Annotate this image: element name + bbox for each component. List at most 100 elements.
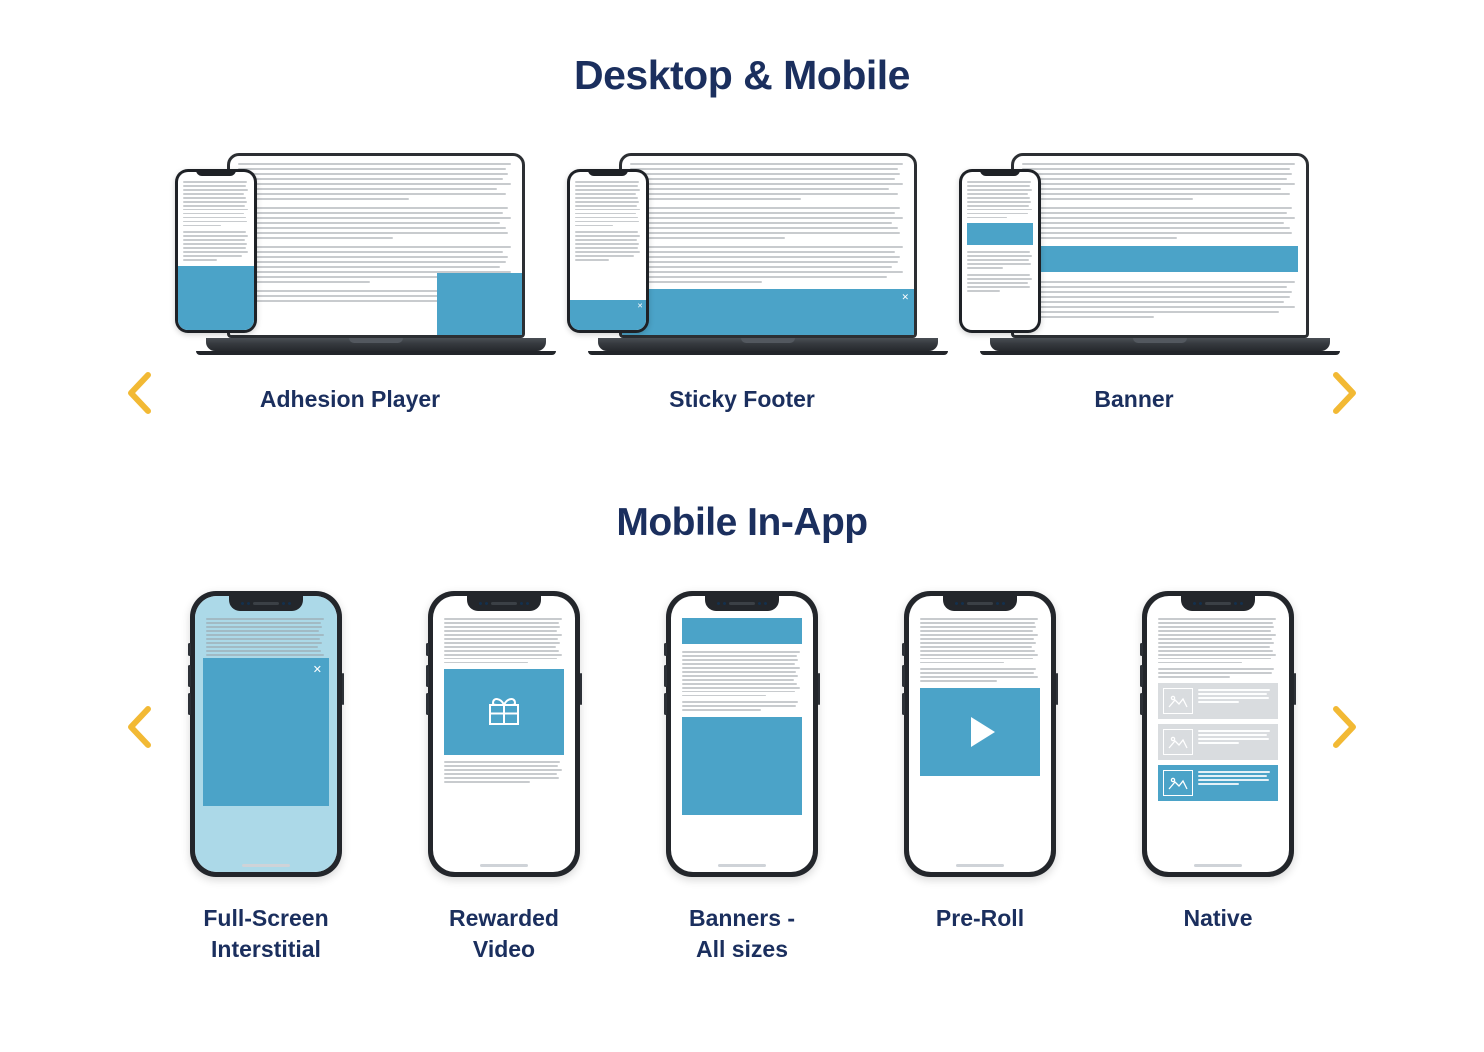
chevron-left-icon — [126, 705, 152, 749]
laptop-screen-content — [230, 156, 522, 335]
format-label: Banners - All sizes — [689, 903, 795, 965]
home-indicator — [956, 864, 1004, 868]
ad-close-icon[interactable]: ✕ — [637, 303, 643, 310]
phone-screen — [671, 596, 813, 873]
phone-notch — [196, 169, 236, 176]
ad-slot-native-sponsored[interactable] — [1158, 765, 1278, 802]
ad-slot-banner-mobile[interactable] — [967, 223, 1033, 246]
feed-card[interactable] — [1158, 724, 1278, 761]
phone-screen-content: ✕ — [570, 172, 646, 330]
ad-slot-pre-roll-video[interactable] — [920, 688, 1040, 777]
laptop-screen-content — [1014, 156, 1306, 335]
phone-mockup — [902, 591, 1058, 878]
ad-slot-adhesion[interactable] — [437, 273, 522, 335]
laptop-base — [990, 338, 1330, 351]
laptop-screen-content: ✕ — [622, 156, 914, 335]
laptop-foot — [588, 351, 948, 355]
laptop-foot — [196, 351, 556, 355]
phone-mockup — [1140, 591, 1296, 878]
app-content — [1147, 596, 1289, 872]
phone-screen: ✕ — [195, 596, 337, 873]
phone-notch — [588, 169, 628, 176]
gift-icon — [484, 690, 524, 735]
phone-notch — [229, 596, 303, 612]
phone-mockup: ✕ — [567, 169, 649, 333]
format-card-sticky-footer[interactable]: ✕ — [546, 143, 948, 415]
feed-card[interactable] — [1158, 683, 1278, 720]
format-label-line1: Full-Screen — [203, 905, 329, 932]
phone-screen — [1147, 596, 1289, 873]
carousel-prev-button-mobile[interactable] — [122, 699, 156, 755]
phone-mockup — [959, 169, 1041, 333]
mobile-card-list: ✕ Full-Screen Interstitial — [0, 591, 1484, 965]
phone-screen — [909, 596, 1051, 873]
app-content — [671, 596, 813, 872]
device-mockup-banner — [959, 143, 1340, 358]
format-card-full-screen-interstitial[interactable]: ✕ Full-Screen Interstitial — [147, 591, 385, 965]
phone-mockup — [664, 591, 820, 878]
feed-card-text — [1198, 770, 1273, 787]
ad-slot-banner[interactable] — [1022, 246, 1298, 272]
phone-mockup — [175, 169, 257, 333]
format-card-banners-all-sizes[interactable]: Banners - All sizes — [623, 591, 861, 965]
ad-close-icon[interactable]: ✕ — [312, 664, 322, 677]
format-card-banner[interactable]: Banner — [938, 143, 1340, 415]
format-label-line1: Native — [1183, 905, 1253, 932]
format-card-pre-roll[interactable]: Pre-Roll — [861, 591, 1099, 934]
play-icon — [970, 717, 995, 748]
feed-card-text — [1198, 688, 1273, 705]
format-label-line1: Pre-Roll — [935, 905, 1025, 932]
format-label: Rewarded Video — [449, 903, 559, 965]
format-label: Pre-Roll — [936, 903, 1024, 934]
format-label-line2: Video — [472, 936, 536, 963]
phone-screen-content — [178, 172, 254, 330]
chevron-right-icon — [1332, 705, 1358, 749]
format-label: Banner — [1094, 386, 1174, 412]
ad-close-icon[interactable]: ✕ — [901, 292, 909, 302]
chevron-right-icon — [1332, 371, 1358, 415]
carousel-next-button-desktop[interactable] — [1328, 365, 1362, 421]
ad-slot-sticky-footer-mobile[interactable]: ✕ — [570, 300, 646, 330]
laptop-foot — [980, 351, 1340, 355]
phone-notch — [1181, 596, 1255, 612]
format-label: Full-Screen Interstitial — [203, 903, 328, 965]
page-title-mobile-in-app: Mobile In-App — [616, 501, 868, 545]
carousel-next-button-mobile[interactable] — [1328, 699, 1362, 755]
image-placeholder-icon — [1163, 770, 1193, 797]
phone-screen — [433, 596, 575, 873]
format-label: Sticky Footer — [669, 386, 815, 412]
format-label: Adhesion Player — [259, 386, 441, 412]
ad-slot-adhesion-mobile[interactable] — [178, 266, 254, 330]
page-title-desktop-mobile: Desktop & Mobile — [574, 52, 910, 98]
format-card-rewarded-video[interactable]: Rewarded Video — [385, 591, 623, 965]
phone-notch — [705, 596, 779, 612]
format-label-line1: Rewarded — [449, 905, 559, 932]
ad-slot-rewarded-video[interactable] — [444, 669, 564, 756]
carousel-prev-button-desktop[interactable] — [122, 365, 156, 421]
laptop-mockup — [980, 153, 1340, 355]
laptop-base — [206, 338, 546, 351]
ad-slot-banner-top[interactable] — [682, 618, 802, 645]
image-placeholder-icon — [1163, 688, 1193, 715]
laptop-lid — [1011, 153, 1309, 338]
ad-slot-sticky-footer[interactable]: ✕ — [622, 289, 914, 335]
feed-card-text — [1198, 729, 1273, 746]
laptop-mockup — [196, 153, 556, 355]
laptop-base — [598, 338, 938, 351]
format-card-adhesion-player[interactable]: Adhesion Player — [154, 143, 556, 415]
carousel-desktop-mobile: Adhesion Player — [0, 143, 1484, 415]
home-indicator — [242, 864, 290, 868]
ad-slot-banner-large[interactable] — [682, 717, 802, 816]
phone-screen-content — [962, 172, 1038, 330]
app-content — [909, 596, 1051, 872]
laptop-lid: ✕ — [619, 153, 917, 338]
format-card-native[interactable]: Native — [1099, 591, 1337, 934]
home-indicator — [1194, 864, 1242, 868]
format-label: Native — [1183, 903, 1252, 934]
device-mockup-sticky-footer: ✕ — [567, 143, 948, 358]
ad-slot-interstitial[interactable]: ✕ — [203, 658, 329, 807]
laptop-mockup: ✕ — [588, 153, 948, 355]
home-indicator — [718, 864, 766, 868]
device-mockup-adhesion — [175, 143, 556, 358]
chevron-left-icon — [126, 371, 152, 415]
